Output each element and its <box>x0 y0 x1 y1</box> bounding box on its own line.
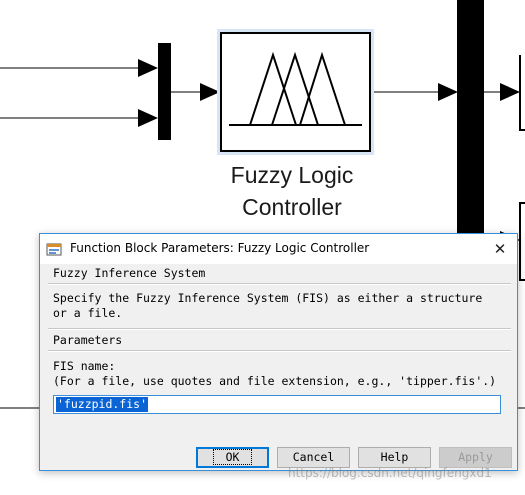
downstream-block-2[interactable] <box>519 202 525 281</box>
demux-output-line-1[interactable] <box>484 83 520 101</box>
fis-name-input[interactable]: 'fuzzpid.fis' <box>53 395 501 414</box>
block-label-line-2: Controller <box>242 194 342 220</box>
mux-output-line[interactable] <box>171 83 220 101</box>
block-label-line-1: Fuzzy Logic <box>230 162 354 188</box>
fuzzy-logic-controller-block[interactable] <box>217 29 374 155</box>
fis-name-value: 'fuzzpid.fis' <box>56 397 149 412</box>
input-signal-line-2[interactable] <box>0 109 158 127</box>
help-button[interactable]: Help <box>358 447 431 468</box>
ok-button[interactable]: OK <box>196 447 269 468</box>
section-title-fis: Fuzzy Inference System <box>53 266 206 280</box>
parameters-title-divider <box>48 350 511 352</box>
fis-description: Specify the Fuzzy Inference System (FIS)… <box>53 291 483 320</box>
cancel-button[interactable]: Cancel <box>277 447 350 468</box>
close-button[interactable]: ✕ <box>483 234 517 264</box>
mux-block[interactable] <box>158 43 171 140</box>
function-block-parameters-dialog[interactable]: Function Block Parameters: Fuzzy Logic C… <box>39 233 518 471</box>
demux-block[interactable] <box>457 0 484 250</box>
watermark-text: https://blog.csdn.net/qingfengxd1 <box>288 466 492 480</box>
help-button-label: Help <box>380 450 409 464</box>
fuzzy-output-line[interactable] <box>374 83 458 101</box>
dialog-title: Function Block Parameters: Fuzzy Logic C… <box>70 241 370 255</box>
simulink-block-icon <box>46 243 62 256</box>
fis-name-hint: (For a file, use quotes and file extensi… <box>53 374 497 388</box>
cancel-button-label: Cancel <box>292 450 335 464</box>
ok-button-label: OK <box>212 449 253 465</box>
downstream-block-1[interactable] <box>519 55 525 131</box>
apply-button-label: Apply <box>458 450 493 464</box>
fis-name-label: FIS name: <box>53 359 116 373</box>
close-icon: ✕ <box>493 240 507 258</box>
parameters-divider <box>48 328 511 330</box>
input-signal-line-1[interactable] <box>0 59 158 77</box>
membership-functions-icon <box>229 51 362 126</box>
section-divider <box>48 283 511 285</box>
apply-button[interactable]: Apply <box>439 447 512 468</box>
parameters-title: Parameters <box>53 333 123 347</box>
dialog-title-bar[interactable]: Function Block Parameters: Fuzzy Logic C… <box>40 234 517 264</box>
